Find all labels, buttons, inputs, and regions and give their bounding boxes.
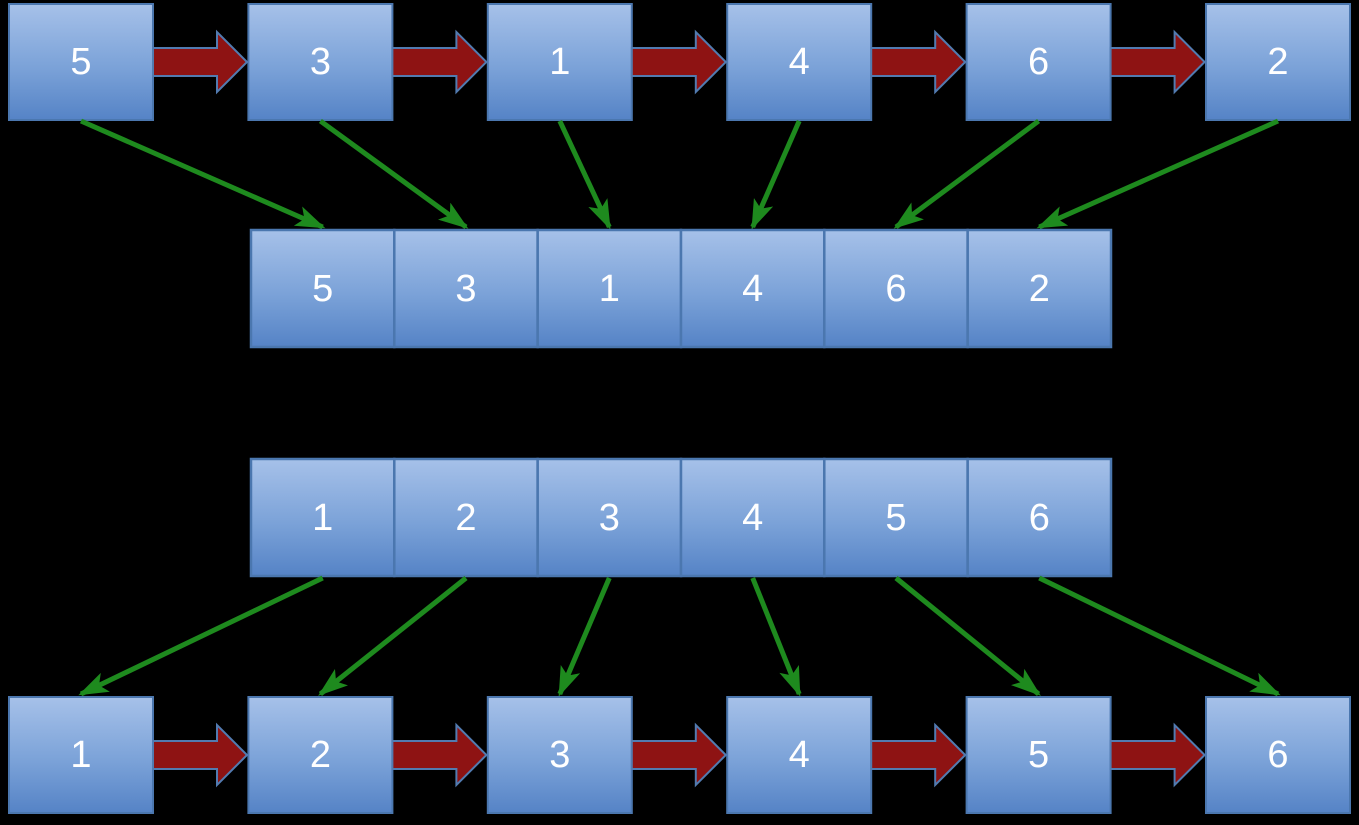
array-cell-box bbox=[249, 457, 396, 578]
list-node-value: 2 bbox=[1267, 41, 1288, 83]
mapping-arrow-icon bbox=[1038, 575, 1281, 697]
list-node-value: 3 bbox=[549, 734, 570, 776]
list-node-value: 2 bbox=[310, 734, 331, 776]
array-cell-value: 6 bbox=[885, 268, 906, 310]
array-cell-box bbox=[679, 228, 826, 349]
mapping-arrow-icon bbox=[318, 576, 468, 696]
list-node-box bbox=[965, 3, 1112, 121]
mapping-arrow-icon bbox=[79, 118, 326, 230]
array-cell-value: 4 bbox=[742, 497, 763, 539]
array-cell-value: 1 bbox=[599, 268, 620, 310]
next-arrow-icon bbox=[391, 29, 488, 95]
array-cell-box bbox=[536, 228, 683, 349]
array-cell-value: 4 bbox=[742, 268, 763, 310]
mapping-arrow-icon bbox=[557, 119, 612, 230]
list-node-box bbox=[247, 3, 394, 121]
list-node-value: 5 bbox=[1028, 734, 1049, 776]
mapping-arrow-icon bbox=[78, 575, 324, 697]
mapping-arrow-icon bbox=[750, 119, 802, 230]
list-node-value: 4 bbox=[789, 734, 810, 776]
list-node-value: 1 bbox=[549, 41, 570, 83]
list-node-value: 6 bbox=[1267, 734, 1288, 776]
next-arrow-icon bbox=[870, 29, 967, 95]
next-arrow-icon bbox=[152, 722, 249, 788]
array-cell-value: 5 bbox=[312, 268, 333, 310]
next-arrow-icon bbox=[1109, 29, 1207, 95]
next-arrow-icon bbox=[630, 29, 728, 95]
sorted-linked-list: 1 2 3 4 5 6 bbox=[8, 696, 1351, 814]
list-to-array-arrows bbox=[79, 118, 1280, 230]
next-arrow-icon bbox=[870, 722, 967, 788]
list-node-box bbox=[726, 3, 873, 121]
list-node-box bbox=[965, 696, 1112, 814]
mapping-arrow-icon bbox=[894, 576, 1041, 696]
list-node-box bbox=[8, 696, 154, 814]
list-node-value: 3 bbox=[310, 41, 331, 83]
list-node-box bbox=[486, 3, 633, 121]
mapping-arrow-icon bbox=[318, 118, 469, 230]
list-node-value: 5 bbox=[70, 41, 91, 83]
array-cell-value: 2 bbox=[455, 497, 476, 539]
array-cell-box bbox=[966, 228, 1113, 349]
list-node-box bbox=[247, 696, 394, 814]
next-arrow-icon bbox=[391, 722, 488, 788]
sorted-array: 1 2 3 4 5 6 bbox=[249, 457, 1113, 578]
array-cell-value: 3 bbox=[455, 268, 476, 310]
next-arrow-icon bbox=[1109, 722, 1207, 788]
array-cell-box bbox=[966, 457, 1113, 578]
list-node-value: 1 bbox=[70, 734, 91, 776]
array-cell-box bbox=[823, 457, 969, 578]
list-node-box bbox=[486, 696, 633, 814]
list-node-box bbox=[726, 696, 873, 814]
array-cell-value: 5 bbox=[885, 497, 906, 539]
mapping-arrow-icon bbox=[1036, 118, 1280, 230]
array-cell-value: 1 bbox=[312, 497, 333, 539]
array-cell-value: 6 bbox=[1029, 497, 1050, 539]
array-cell-box bbox=[393, 228, 539, 349]
array-cell-box bbox=[393, 457, 539, 578]
array-cell-value: 3 bbox=[599, 497, 620, 539]
array-cell-box bbox=[679, 457, 826, 578]
array-cell-value: 2 bbox=[1029, 268, 1050, 310]
mapping-arrow-icon bbox=[893, 118, 1041, 230]
mapping-arrow-icon bbox=[557, 577, 612, 697]
list-node-value: 4 bbox=[789, 41, 810, 83]
array-to-list-arrows bbox=[78, 575, 1281, 697]
next-arrow-icon bbox=[630, 722, 728, 788]
mapping-arrow-icon bbox=[750, 577, 802, 697]
array-cell-box bbox=[249, 228, 396, 349]
unsorted-linked-list: 5 3 1 4 6 2 bbox=[8, 3, 1351, 121]
list-node-box bbox=[8, 3, 154, 121]
list-node-value: 6 bbox=[1028, 41, 1049, 83]
unsorted-array: 5 3 1 4 6 2 bbox=[249, 228, 1113, 349]
next-arrow-icon bbox=[152, 29, 249, 95]
